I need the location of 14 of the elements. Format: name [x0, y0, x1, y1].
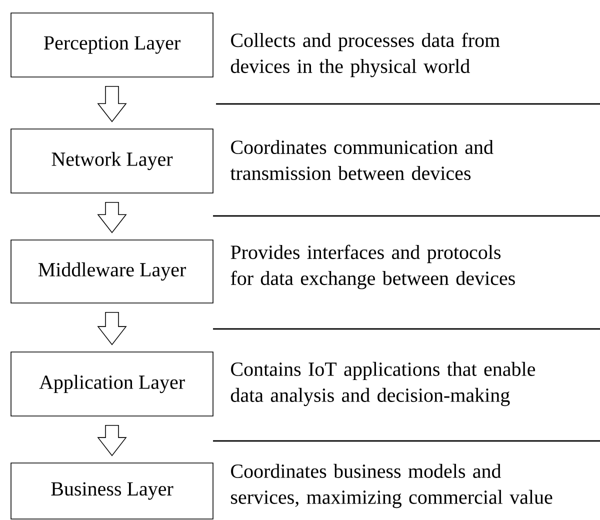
- layer-box: Application Layer: [10, 352, 214, 416]
- description-text: Contains IoT applications that enable data analysis and decision-making: [230, 362, 536, 406]
- layer-box: Middleware Layer: [10, 240, 214, 304]
- block-arrow: [97, 312, 127, 346]
- description-text: Coordinates business models and services, maximizing commercial value: [231, 464, 552, 508]
- layer-box: Network Layer: [10, 128, 214, 194]
- block-arrow: [97, 424, 127, 456]
- block-arrow: [97, 86, 127, 122]
- layer-box: Business Layer: [10, 462, 214, 520]
- description-text: Collects and processes data from devices in the physical world: [230, 32, 500, 78]
- layer-box: Perception Layer: [10, 12, 214, 78]
- block-arrow: [97, 202, 127, 234]
- description-text: Coordinates communication and transmission between devices: [230, 140, 494, 180]
- description-text: Provides interfaces and protocols for data exchange between devices: [230, 244, 515, 290]
